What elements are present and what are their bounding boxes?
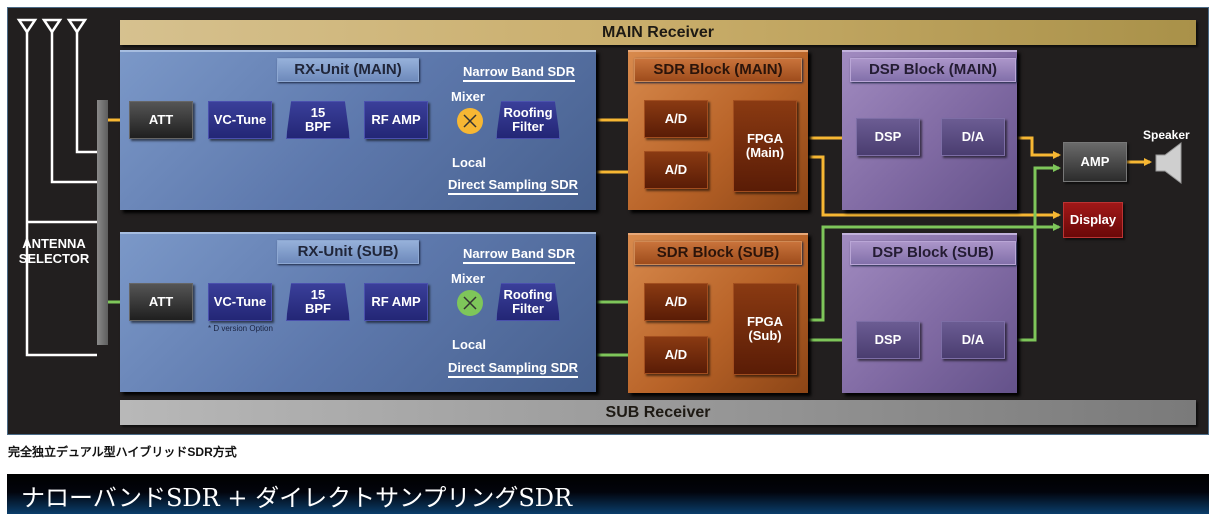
section-banner: ナローバンドSDR + ダイレクトサンプリングSDR	[7, 474, 1209, 514]
vc-tune-block-main: VC-Tune	[208, 101, 272, 139]
fpga-block-sub: FPGA (Sub)	[733, 283, 797, 375]
ad-block-main-1: A/D	[644, 100, 708, 138]
rf-amp-block-sub: RF AMP	[364, 283, 428, 321]
main-wire	[1005, 136, 1061, 159]
narrow-band-sdr-label-main: Narrow Band SDR	[463, 64, 575, 82]
dsp-sub: DSP	[856, 321, 920, 359]
att-block-sub: ATT	[129, 283, 193, 321]
main-display-wire	[797, 155, 1061, 219]
sdr-block-sub-title: SDR Block (SUB)	[634, 241, 802, 265]
da-main: D/A	[941, 118, 1005, 156]
speaker-icon	[1155, 142, 1183, 189]
mixer-label-main: Mixer	[451, 89, 485, 104]
narrow-band-sdr-label-sub: Narrow Band SDR	[463, 246, 575, 264]
sub-amp-wire	[1005, 164, 1061, 342]
amp-block: AMP	[1063, 142, 1127, 182]
sub-receiver-bar: SUB Receiver	[120, 400, 1196, 425]
bpf-block-sub: 15 BPF	[286, 283, 350, 321]
local-label-main: Local	[452, 155, 486, 170]
dsp-main: DSP	[856, 118, 920, 156]
fpga-block-main: FPGA (Main)	[733, 100, 797, 192]
att-block-main: ATT	[129, 101, 193, 139]
ad-block-main-2: A/D	[644, 151, 708, 189]
direct-sampling-sdr-label-main: Direct Sampling SDR	[448, 177, 579, 195]
antenna-icon	[66, 18, 88, 35]
rx-unit-main-title: RX-Unit (MAIN)	[277, 58, 419, 82]
da-sub: D/A	[941, 321, 1005, 359]
vc-tune-note: * D version Option	[208, 324, 273, 333]
antenna-icon	[16, 18, 38, 35]
roofing-filter-block-main: Roofing Filter	[496, 101, 560, 139]
antenna-selector-label: ANTENNA SELECTOR	[18, 236, 90, 266]
diagram-caption: 完全独立デュアル型ハイブリッドSDR方式	[8, 445, 237, 459]
vc-tune-block-sub: VC-Tune	[208, 283, 272, 321]
display-block: Display	[1063, 202, 1123, 238]
antenna-feed-line	[75, 32, 97, 154]
mixer-icon-sub	[457, 290, 483, 316]
dsp-block-main-title: DSP Block (MAIN)	[850, 58, 1016, 82]
antenna-selector-bar	[97, 100, 108, 345]
banner-title: ナローバンドSDR + ダイレクトサンプリングSDR	[21, 484, 573, 512]
mixer-label-sub: Mixer	[451, 271, 485, 286]
local-label-sub: Local	[452, 337, 486, 352]
main-receiver-bar: MAIN Receiver	[120, 20, 1196, 45]
dsp-block-sub-title: DSP Block (SUB)	[850, 241, 1016, 265]
roofing-filter-block-sub: Roofing Filter	[496, 283, 560, 321]
rx-unit-sub-title: RX-Unit (SUB)	[277, 240, 419, 264]
antenna-feed-line	[50, 32, 97, 184]
sub-display-wire	[797, 223, 1061, 322]
sdr-block-main-title: SDR Block (MAIN)	[634, 58, 802, 82]
antenna-feed-line	[25, 32, 97, 357]
direct-sampling-sdr-label-sub: Direct Sampling SDR	[448, 360, 579, 378]
ad-block-sub-2: A/D	[644, 336, 708, 374]
speaker-label: Speaker	[1143, 128, 1190, 142]
rf-amp-block-main: RF AMP	[364, 101, 428, 139]
antenna-icon	[41, 18, 63, 35]
mixer-icon-main	[457, 108, 483, 134]
bpf-block-main: 15 BPF	[286, 101, 350, 139]
ad-block-sub-1: A/D	[644, 283, 708, 321]
